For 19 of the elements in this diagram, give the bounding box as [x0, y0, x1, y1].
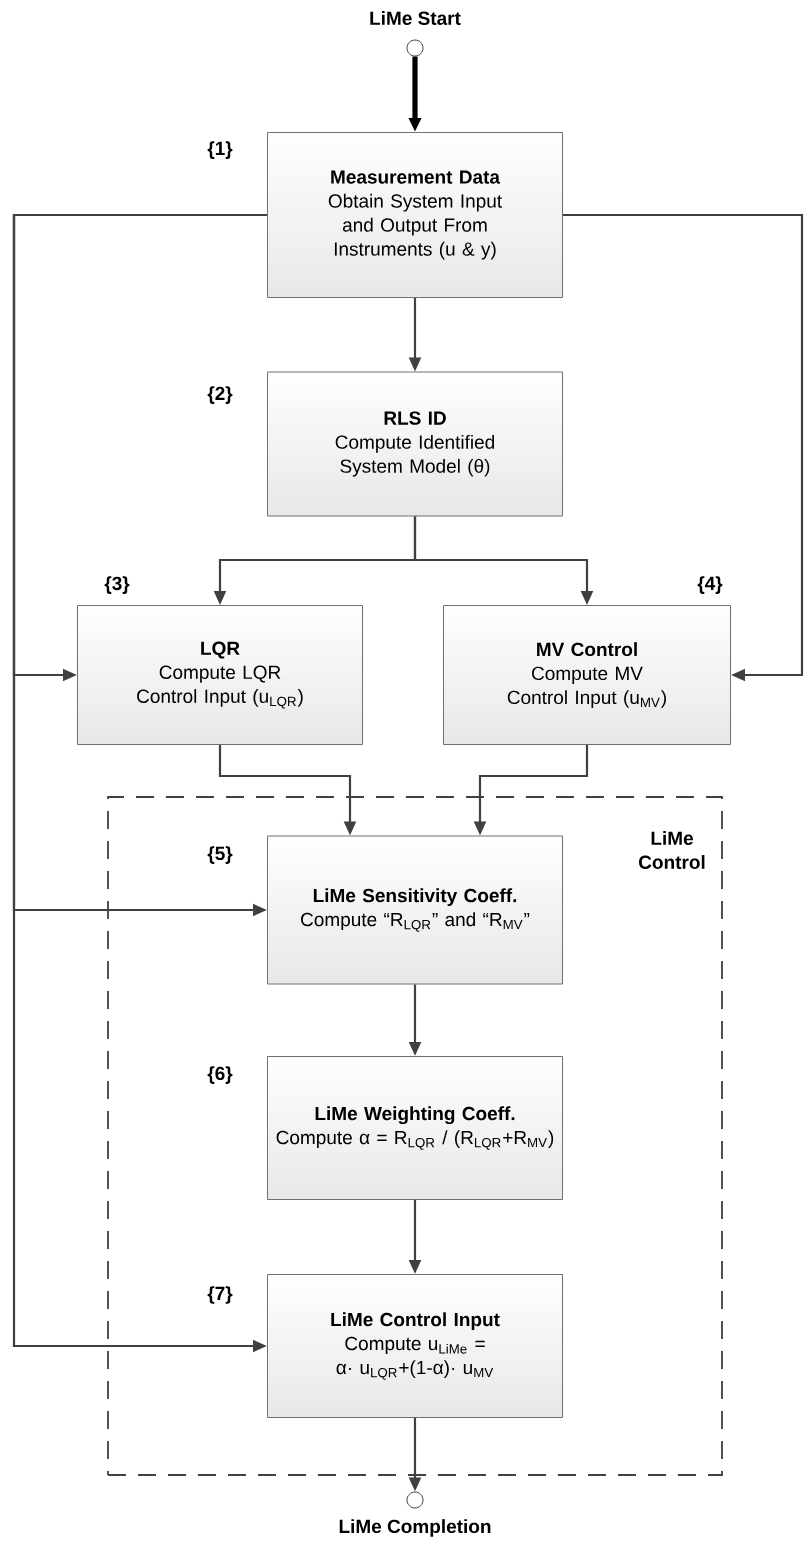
step-label: {1}	[207, 141, 233, 159]
step-label: {4}	[697, 576, 723, 594]
arrow	[563, 213, 804, 682]
process-box: LQR Compute LQR Control Input (u$_{LQR}$)	[77, 605, 363, 745]
step-label: {5}	[207, 846, 233, 864]
process-box: MV Control Compute MV Control Input (u$_{MV}$)	[443, 605, 731, 745]
process-box: LiMe Sensitivity Coeff. Compute “R$_{LQR}$” and “R$_{MV}$”	[267, 835, 563, 985]
step-label: {6}	[207, 1066, 233, 1084]
step-label: {3}	[104, 576, 130, 594]
terminal-circle	[406, 39, 424, 57]
step-label: LiMe Start	[370, 11, 461, 25]
process-box: LiMe Weighting Coeff. Compute α = R$_{LQR}$ / (R$_{LQR}$+R$_{MV}$)	[267, 1056, 563, 1200]
step-label: LiMe Completion	[339, 1519, 491, 1537]
process-box: RLS ID Compute Identified System Model (θ)	[267, 371, 563, 517]
step-label: {2}	[207, 386, 233, 404]
step-label: {7}	[207, 1286, 233, 1304]
terminal-circle	[406, 1491, 424, 1509]
process-box: Measurement Data Obtain System Input and Output From Instruments (u & y)	[267, 132, 563, 298]
process-box: LiMe Control Input Compute u$_{LiMe}$ = α· u$_{LQR}$+(1-α)· u$_{MV}$	[267, 1274, 563, 1418]
